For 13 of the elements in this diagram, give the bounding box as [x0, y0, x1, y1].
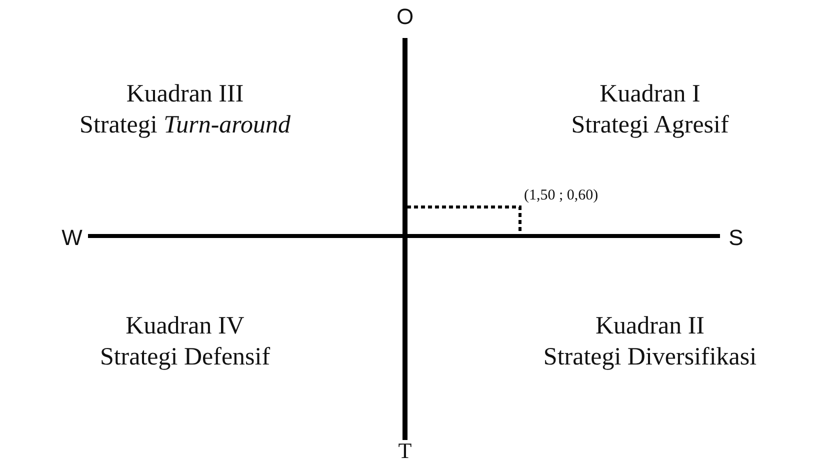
- quadrant-title: Kuadran IV: [126, 314, 244, 338]
- quadrant-strategy: Strategi Turn-around: [80, 112, 290, 138]
- axis-label: T: [398, 440, 412, 462]
- quadrant-title: Kuadran I: [600, 82, 700, 106]
- axis-label: O: [396, 6, 414, 28]
- quadrant-strategy: Strategi Defensif: [100, 344, 270, 370]
- quadrant-strategy: Strategi Diversifikasi: [543, 344, 757, 370]
- point-coordinates: (1,50 ; 0,60): [524, 188, 598, 204]
- quadrant-title: Kuadran II: [596, 314, 704, 338]
- quadrant-strategy: Strategi Agresif: [571, 112, 729, 138]
- quadrant-title: Kuadran III: [126, 82, 244, 106]
- axis-label: S: [728, 227, 744, 249]
- axis-label: W: [62, 227, 82, 249]
